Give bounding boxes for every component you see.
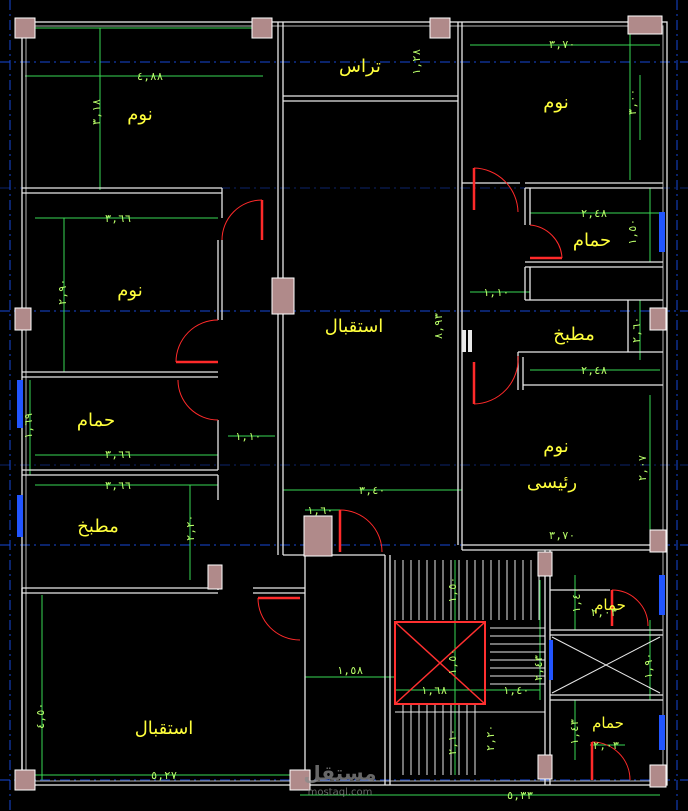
dim-label: ٣,٦٦	[105, 212, 132, 225]
dim-label: ١,٦٠	[307, 504, 334, 517]
dim-label: ١,٥٠	[446, 577, 459, 604]
windows	[17, 212, 665, 750]
dim-label: ٣,٦٦	[105, 479, 132, 492]
dim-label: ٣,٧٠	[549, 529, 576, 542]
doors	[175, 167, 649, 781]
watermark-site: mostaql.com	[308, 787, 373, 798]
dimension-lines	[25, 27, 660, 796]
watermark: مستقل mostaql.com	[303, 761, 376, 798]
dim-label: ٥,٢٧	[151, 769, 178, 782]
columns	[14, 15, 667, 791]
dim-label: ١,٦٨	[421, 684, 448, 697]
dim-label: ٢,٤٨	[581, 207, 608, 220]
dim-label: ٣,٤٠	[359, 484, 386, 497]
dim-label: ١,١٠	[483, 286, 510, 299]
dim-label: ٢,٦٠	[630, 317, 643, 344]
shaft-cross	[551, 636, 661, 694]
dim-label: ٢,١٠	[446, 729, 459, 756]
dim-label: ٢,٢٠	[484, 725, 497, 752]
room-label-bedroom-mid-left: نوم	[117, 280, 142, 301]
walls	[21, 21, 668, 786]
dim-label: ٣,١٨	[90, 99, 103, 126]
room-label-master-bedroom-line1: نوم	[543, 436, 568, 457]
room-label-reception-center: استقبال	[325, 316, 384, 337]
room-label-kitchen-right: مطبخ	[553, 324, 594, 345]
room-labels: تراس نوم نوم نوم حمام استقبال مطبخ حمام …	[77, 56, 626, 739]
dim-label: ١,٤٣	[568, 719, 581, 746]
dimension-labels: ٤,٨٨ ٣,١٨ ١,٢٨ ٣,٧٠ ٣,٠٠ ٣,٦٦ ٢,٤٨ ١,٥٠ …	[22, 38, 655, 802]
dim-label: ١,٤٠	[503, 684, 530, 697]
dim-label: ٤,٨٨	[137, 70, 164, 83]
staircase	[394, 560, 545, 775]
room-label-reception-bottom: استقبال	[135, 718, 194, 739]
room-label-bedroom-top-right: نوم	[543, 92, 568, 113]
dim-label: ١,٢٨	[410, 49, 423, 76]
dim-label: ٢,٠٣	[593, 739, 620, 752]
room-label-kitchen-left: مطبخ	[77, 516, 118, 537]
dim-label: ١,٥٨	[337, 664, 364, 677]
room-label-bath-right-top: حمام	[573, 230, 611, 251]
room-label-bath-stair: حمام	[594, 596, 626, 614]
dim-label: ٢,٤٨	[581, 364, 608, 377]
dim-label: ٥,٣٣	[507, 789, 534, 802]
dim-label: ٢,٤٣	[532, 655, 545, 682]
dim-label: ٤,٥٠	[34, 703, 47, 730]
dim-label: ٢,٠٧	[636, 455, 649, 482]
dim-label: ١,٥٠	[446, 649, 459, 676]
dim-label: ١,٤٠	[570, 587, 583, 614]
dim-label: ٣,٠٠	[626, 89, 639, 116]
dim-label: ١,٦٩	[22, 413, 35, 440]
dim-label: ٢,٠٣	[591, 606, 618, 619]
room-label-bedroom-top-left: نوم	[127, 104, 152, 125]
dim-label: ١,٩٠	[642, 653, 655, 680]
room-label-master-bedroom-line2: رئيسى	[527, 472, 577, 493]
dim-label: ٢,٩٠	[56, 279, 69, 306]
dim-label: ١,١٠	[235, 430, 262, 443]
dim-label: ٢,٢٠	[184, 515, 197, 542]
watermark-brand: مستقل	[303, 761, 376, 785]
room-label-bath-left: حمام	[77, 410, 115, 431]
dim-label: ٨,٩٣	[432, 313, 445, 340]
dim-label: ١,٥٠	[626, 219, 639, 246]
room-label-bath-bottom-right: حمام	[592, 714, 624, 732]
room-label-terrace: تراس	[339, 56, 381, 77]
dim-label: ٣,٦٦	[105, 448, 132, 461]
dim-label: ٣,٧٠	[549, 38, 576, 51]
